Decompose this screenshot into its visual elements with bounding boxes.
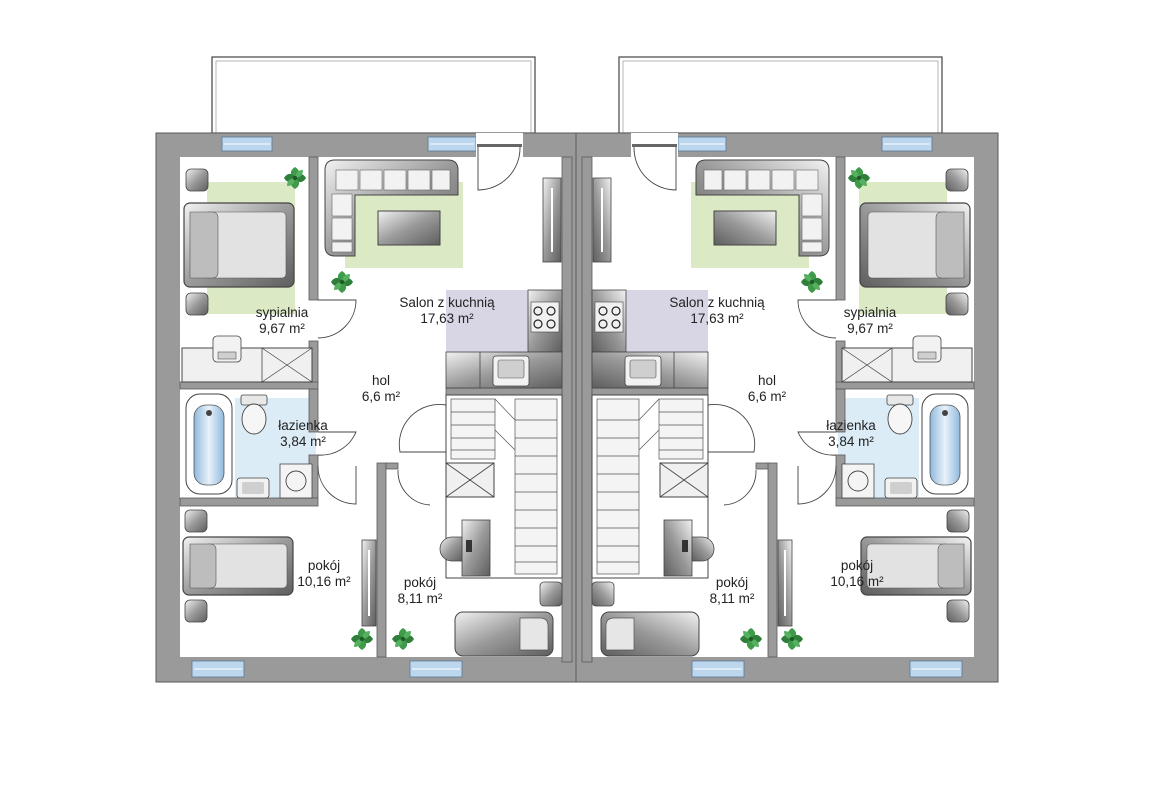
- room-area-pokoj-large: 10,16 m²: [297, 574, 351, 589]
- room-area-lazienka: 3,84 m²: [828, 434, 874, 449]
- room-name-salon: Salon z kuchnią: [669, 295, 765, 310]
- right-unit-plan: [576, 57, 998, 682]
- kitchen-counter: [445, 289, 563, 389]
- room-name-pokoj-large: pokój: [308, 558, 340, 573]
- bathroom-fixtures: [185, 393, 313, 499]
- storage-cabinet-hall: [445, 462, 495, 498]
- room-name-hol: hol: [758, 373, 776, 388]
- room-name-hol: hol: [372, 373, 390, 388]
- toilet: [241, 403, 267, 435]
- bed-small-room: [454, 611, 554, 657]
- doors: [317, 299, 447, 506]
- bed-master: [183, 168, 295, 316]
- room-area-lazienka: 3,84 m²: [280, 434, 326, 449]
- left-unit-plan: [155, 56, 579, 683]
- room-area-hol: 6,6 m²: [748, 389, 787, 404]
- room-name-sypialnia: sypialnia: [256, 305, 309, 320]
- labels-right: Salon z kuchnią 17,63 m² sypialnia 9,67 …: [669, 295, 896, 606]
- room-name-pokoj-small: pokój: [716, 575, 748, 590]
- room-area-salon: 17,63 m²: [690, 311, 744, 326]
- corner-sofa: [324, 159, 459, 257]
- room-area-hol: 6,6 m²: [362, 389, 401, 404]
- room-area-salon: 17,63 m²: [420, 311, 474, 326]
- room-name-pokoj-large: pokój: [841, 558, 873, 573]
- nightstand-small-room: [539, 581, 563, 607]
- wardrobe-bedroom: [181, 335, 313, 383]
- room-area-sypialnia: 9,67 m²: [259, 321, 305, 336]
- room-area-sypialnia: 9,67 m²: [847, 321, 893, 336]
- coffee-table: [377, 210, 441, 246]
- room-name-sypialnia: sypialnia: [844, 305, 897, 320]
- room-area-pokoj-small: 8,11 m²: [710, 591, 755, 606]
- room-name-lazienka: łazienka: [278, 418, 328, 433]
- room-name-pokoj-small: pokój: [404, 575, 436, 590]
- room-name-lazienka: łazienka: [826, 418, 876, 433]
- room-name-salon: Salon z kuchnią: [399, 295, 495, 310]
- room-area-pokoj-large: 10,16 m²: [830, 574, 884, 589]
- labels-left: Salon z kuchnią 17,63 m² sypialnia 9,67 …: [256, 295, 495, 606]
- balcony: [211, 56, 536, 134]
- desk-chair: [439, 536, 463, 562]
- washing-machine: [279, 463, 313, 499]
- bed-large-room: [182, 509, 294, 623]
- room-area-pokoj-small: 8,11 m²: [398, 591, 443, 606]
- balcony-door: [477, 146, 521, 191]
- interior-walls: [179, 156, 573, 663]
